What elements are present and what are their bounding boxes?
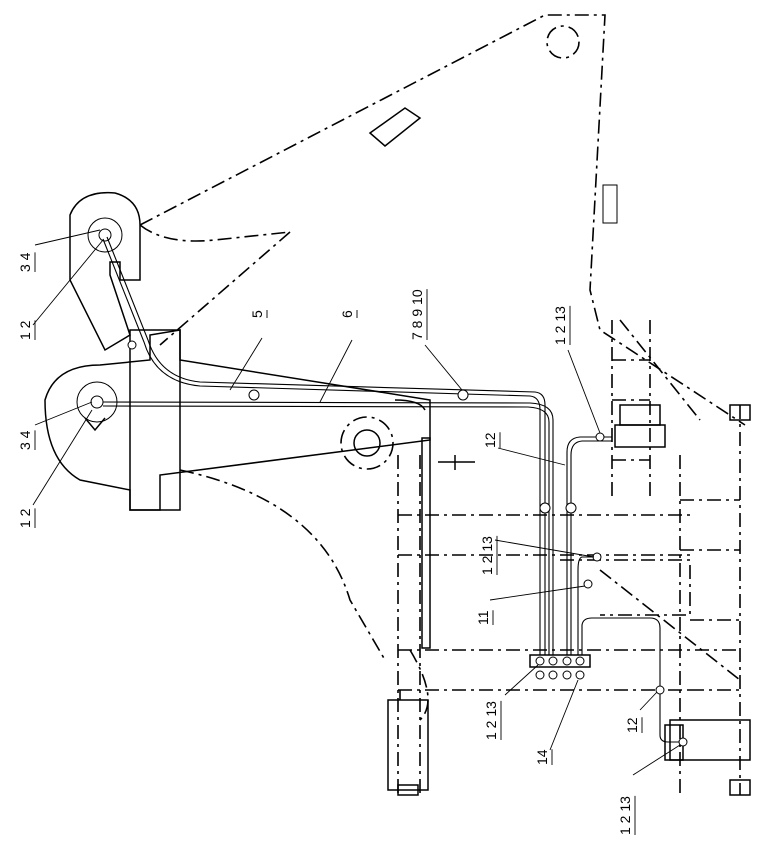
callout-upper-pivot-3-4: 3 4 [17,252,33,272]
upper-boom-outline [139,14,746,426]
callout-pipe-12-lower: 12 [624,717,640,733]
callout-lower-pivot-3-4: 3 4 [17,430,33,450]
wheel-blocks [387,404,751,796]
upper-link-arm [69,191,141,352]
lower-frame [397,320,741,795]
pipe-fittings [127,340,688,747]
callout-pipe-11: 11 [475,610,491,625]
callout-cylinder-fitting-1-2-13: 1 2 13 [552,306,568,345]
callout-labels: 3 4 1 2 3 4 1 2 5 6 7 8 9 10 1 2 13 12 1… [17,252,643,835]
callout-cylinder-fitting-1-2-13-bottom: 1 2 13 [617,796,633,835]
callout-upper-pivot-1-2: 1 2 [17,320,33,340]
callout-pipe-5: 5 [249,310,265,318]
lubrication-pipes [102,236,680,743]
callout-lower-pivot-1-2: 1 2 [17,508,33,528]
main-boom-arm [44,329,431,661]
callout-pipe-12-upper: 12 [482,432,498,448]
distributor-block [529,654,591,680]
leader-lines [32,229,681,776]
callout-clamp-7-8-9-10: 7 8 9 10 [409,289,425,340]
callout-fitting-1-2-13-mid: 1 2 13 [479,536,495,575]
callout-distributor-14: 14 [534,749,550,765]
callout-pipe-6: 6 [339,310,355,318]
central-pivot [340,416,475,649]
lubricated-cylinders [614,404,684,761]
callout-fitting-1-2-13-lower: 1 2 13 [483,701,499,740]
